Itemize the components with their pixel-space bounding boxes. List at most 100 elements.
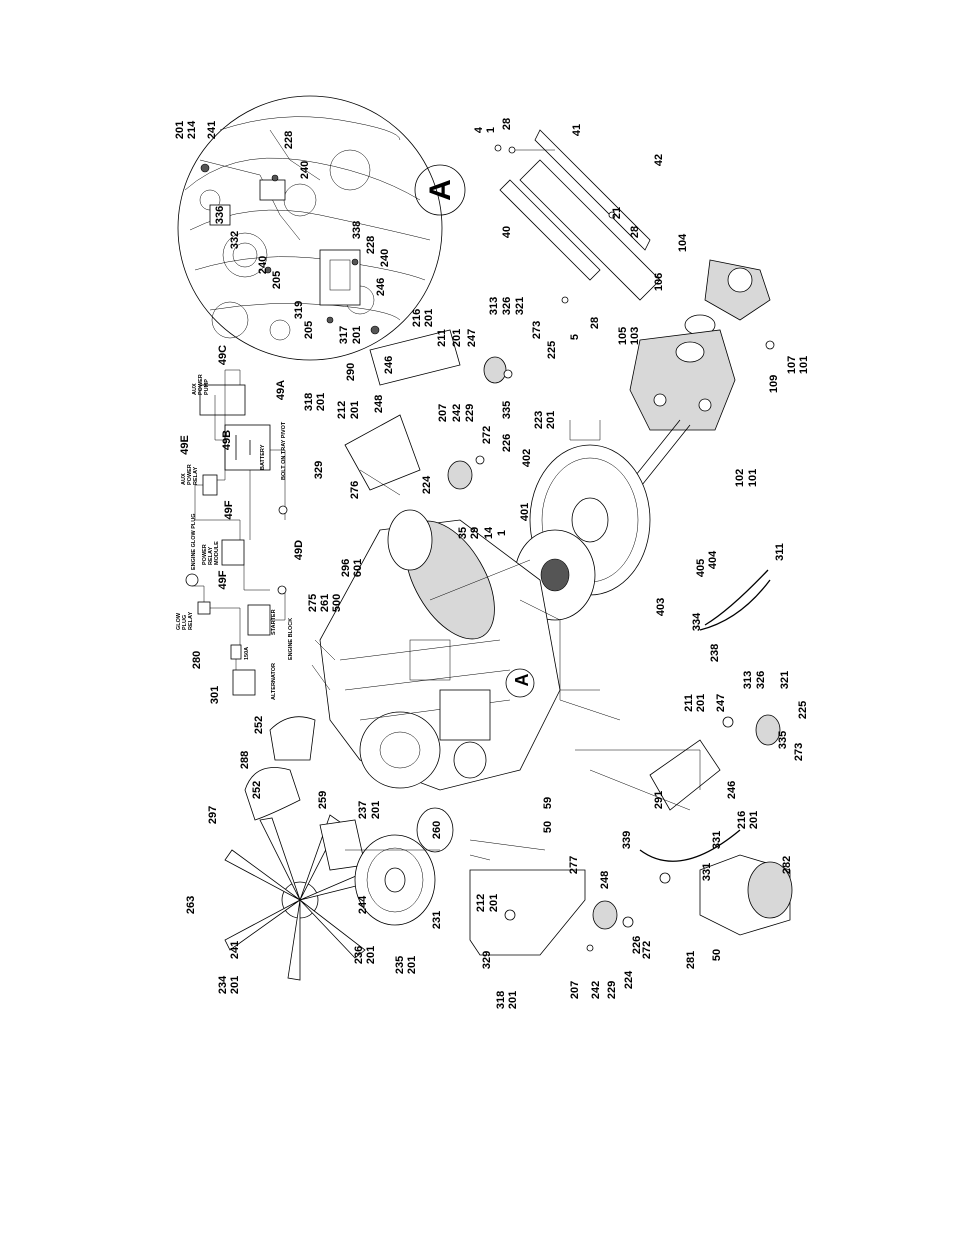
callout-label-c7: 106: [653, 273, 665, 291]
callout-label-c37: 238: [709, 644, 721, 662]
callout-label-c32a: 275: [307, 594, 319, 612]
callout-label-c2: 41: [571, 124, 583, 136]
callout-label-c55: 339: [621, 831, 633, 849]
bracket-41: [534, 129, 651, 251]
detail-callout-label: 241: [206, 121, 218, 139]
aux-power-pump-box: [199, 384, 246, 416]
callout-label-c48: 252: [251, 781, 263, 799]
callout-label-c11c: 201: [423, 309, 435, 327]
glow-relay-label-3: RELAY: [188, 612, 194, 630]
plate-42: [519, 159, 661, 301]
callout-label-c59: 277: [568, 856, 580, 874]
detail-callout-label: 319: [293, 301, 305, 319]
callout-label-c54: 260: [431, 821, 443, 839]
glow-plug-label: ENGINE GLOW PLUG: [191, 513, 197, 570]
callout-label-c17a: 318: [303, 393, 315, 411]
wiring-callout-280: 280: [191, 651, 203, 669]
bracket-40: [499, 179, 601, 281]
elbow-297: [244, 767, 301, 821]
callout-label-c8a: 5: [569, 334, 581, 340]
detail-callout-label: 336: [214, 206, 226, 224]
aux-relay-label-2: POWER: [187, 464, 193, 485]
wiring-diagram: AUX POWER PUMP BATTERY AUX POWER RELAY B…: [176, 345, 305, 704]
callout-label-c73: 229: [606, 981, 618, 999]
detail-callout-label: 317: [338, 326, 350, 344]
glow-relay-label-2: PLUG: [182, 615, 188, 630]
fuse-label: 150A: [244, 647, 250, 660]
callout-label-c70: 329: [481, 951, 493, 969]
aux-relay-label-3: RELAY: [193, 467, 199, 485]
callout-label-c23a: 272: [481, 426, 493, 444]
fuse-box: [230, 644, 242, 660]
glow-relay-label-1: GLOW: [176, 612, 182, 630]
callout-label-c17b: 201: [315, 393, 327, 411]
starter-label: STARTER: [271, 609, 277, 635]
callout-label-c19: 248: [373, 395, 385, 413]
callout-label-c60: 263: [185, 896, 197, 914]
callout-label-c33b: 404: [707, 550, 719, 569]
callout-label-c20a: 207: [437, 404, 449, 422]
callout-label-c66a: 236: [353, 946, 365, 964]
callout-label-c66b: 201: [365, 946, 377, 964]
alternator-box: [232, 669, 256, 696]
bracket-276: [344, 414, 421, 491]
callout-label-c42: 273: [793, 743, 805, 761]
callout-label-c38a: 211: [683, 694, 695, 712]
detail-callout-label: 240: [379, 249, 391, 267]
callout-label-c20b: 242: [451, 404, 463, 422]
callout-label-c44b: 201: [748, 811, 760, 829]
callout-label-c51b: 201: [370, 801, 382, 819]
callout-label-c5a: 28: [629, 226, 641, 238]
callout-label-c53: 50: [542, 821, 554, 833]
callout-label-c25: 276: [349, 481, 361, 499]
callout-label-c62a: 212: [475, 894, 487, 912]
callout-label-c31a: 296: [340, 559, 352, 577]
callout-label-c29: 401: [519, 503, 531, 521]
callout-label-c78: 50: [711, 949, 723, 961]
main-drawing: A: [224, 129, 793, 981]
callout-label-c52: 59: [542, 797, 554, 809]
detail-callout-label: 201: [174, 121, 186, 139]
wiring-ref-49f-top: 49F: [223, 500, 235, 519]
callout-label-c41: 335: [777, 731, 789, 749]
wiring-ref-49d: 49D: [293, 540, 305, 560]
wiring-callout-301: 301: [209, 686, 221, 704]
callout-label-c26: 224: [421, 475, 433, 494]
callout-label-c36: 334: [691, 612, 703, 631]
callout-label-c27: 402: [521, 449, 533, 467]
callout-label-c38c: 247: [715, 694, 727, 712]
callout-label-c46: 252: [253, 716, 265, 734]
callout-label-c13c: 321: [514, 297, 526, 315]
callout-label-c43: 246: [726, 781, 738, 799]
callout-label-c31b: 601: [352, 559, 364, 577]
engine-letter-ring: [505, 668, 535, 698]
relay-module-label-2: RELAY: [208, 547, 214, 565]
starter-box: [247, 604, 271, 636]
callout-label-c14: 273: [531, 321, 543, 339]
callout-label-c40: 225: [797, 701, 809, 719]
callout-label-c1b: 1: [485, 127, 497, 133]
callout-label-c32b: 261: [319, 594, 331, 612]
callout-label-c5b: 21: [611, 207, 623, 219]
wiring-ref-49a: 49A: [275, 380, 287, 400]
wiring-ref-49c: 49C: [217, 345, 229, 365]
aux-power-relay-box: [202, 474, 218, 496]
callout-label-c13a: 313: [488, 297, 500, 315]
callout-label-c38b: 201: [695, 694, 707, 712]
callout-label-c28c: 14: [483, 526, 495, 539]
callout-label-c61: 244: [357, 895, 369, 914]
detail-letter-ring: [414, 164, 466, 216]
callout-label-c39c: 321: [779, 671, 791, 689]
callout-label-c51a: 237: [357, 801, 369, 819]
callout-label-c10c: 101: [798, 356, 810, 374]
callout-label-c20c: 229: [464, 404, 476, 422]
relay-module-label-3: MODULE: [214, 541, 220, 565]
callout-label-c63: 248: [599, 871, 611, 889]
callout-label-c65: 241: [229, 941, 241, 959]
detail-callout-label: 205: [303, 321, 315, 339]
callout-label-c4: 40: [501, 226, 513, 238]
callout-label-c34: 403: [655, 598, 667, 616]
callout-label-c57: 331: [701, 863, 713, 881]
